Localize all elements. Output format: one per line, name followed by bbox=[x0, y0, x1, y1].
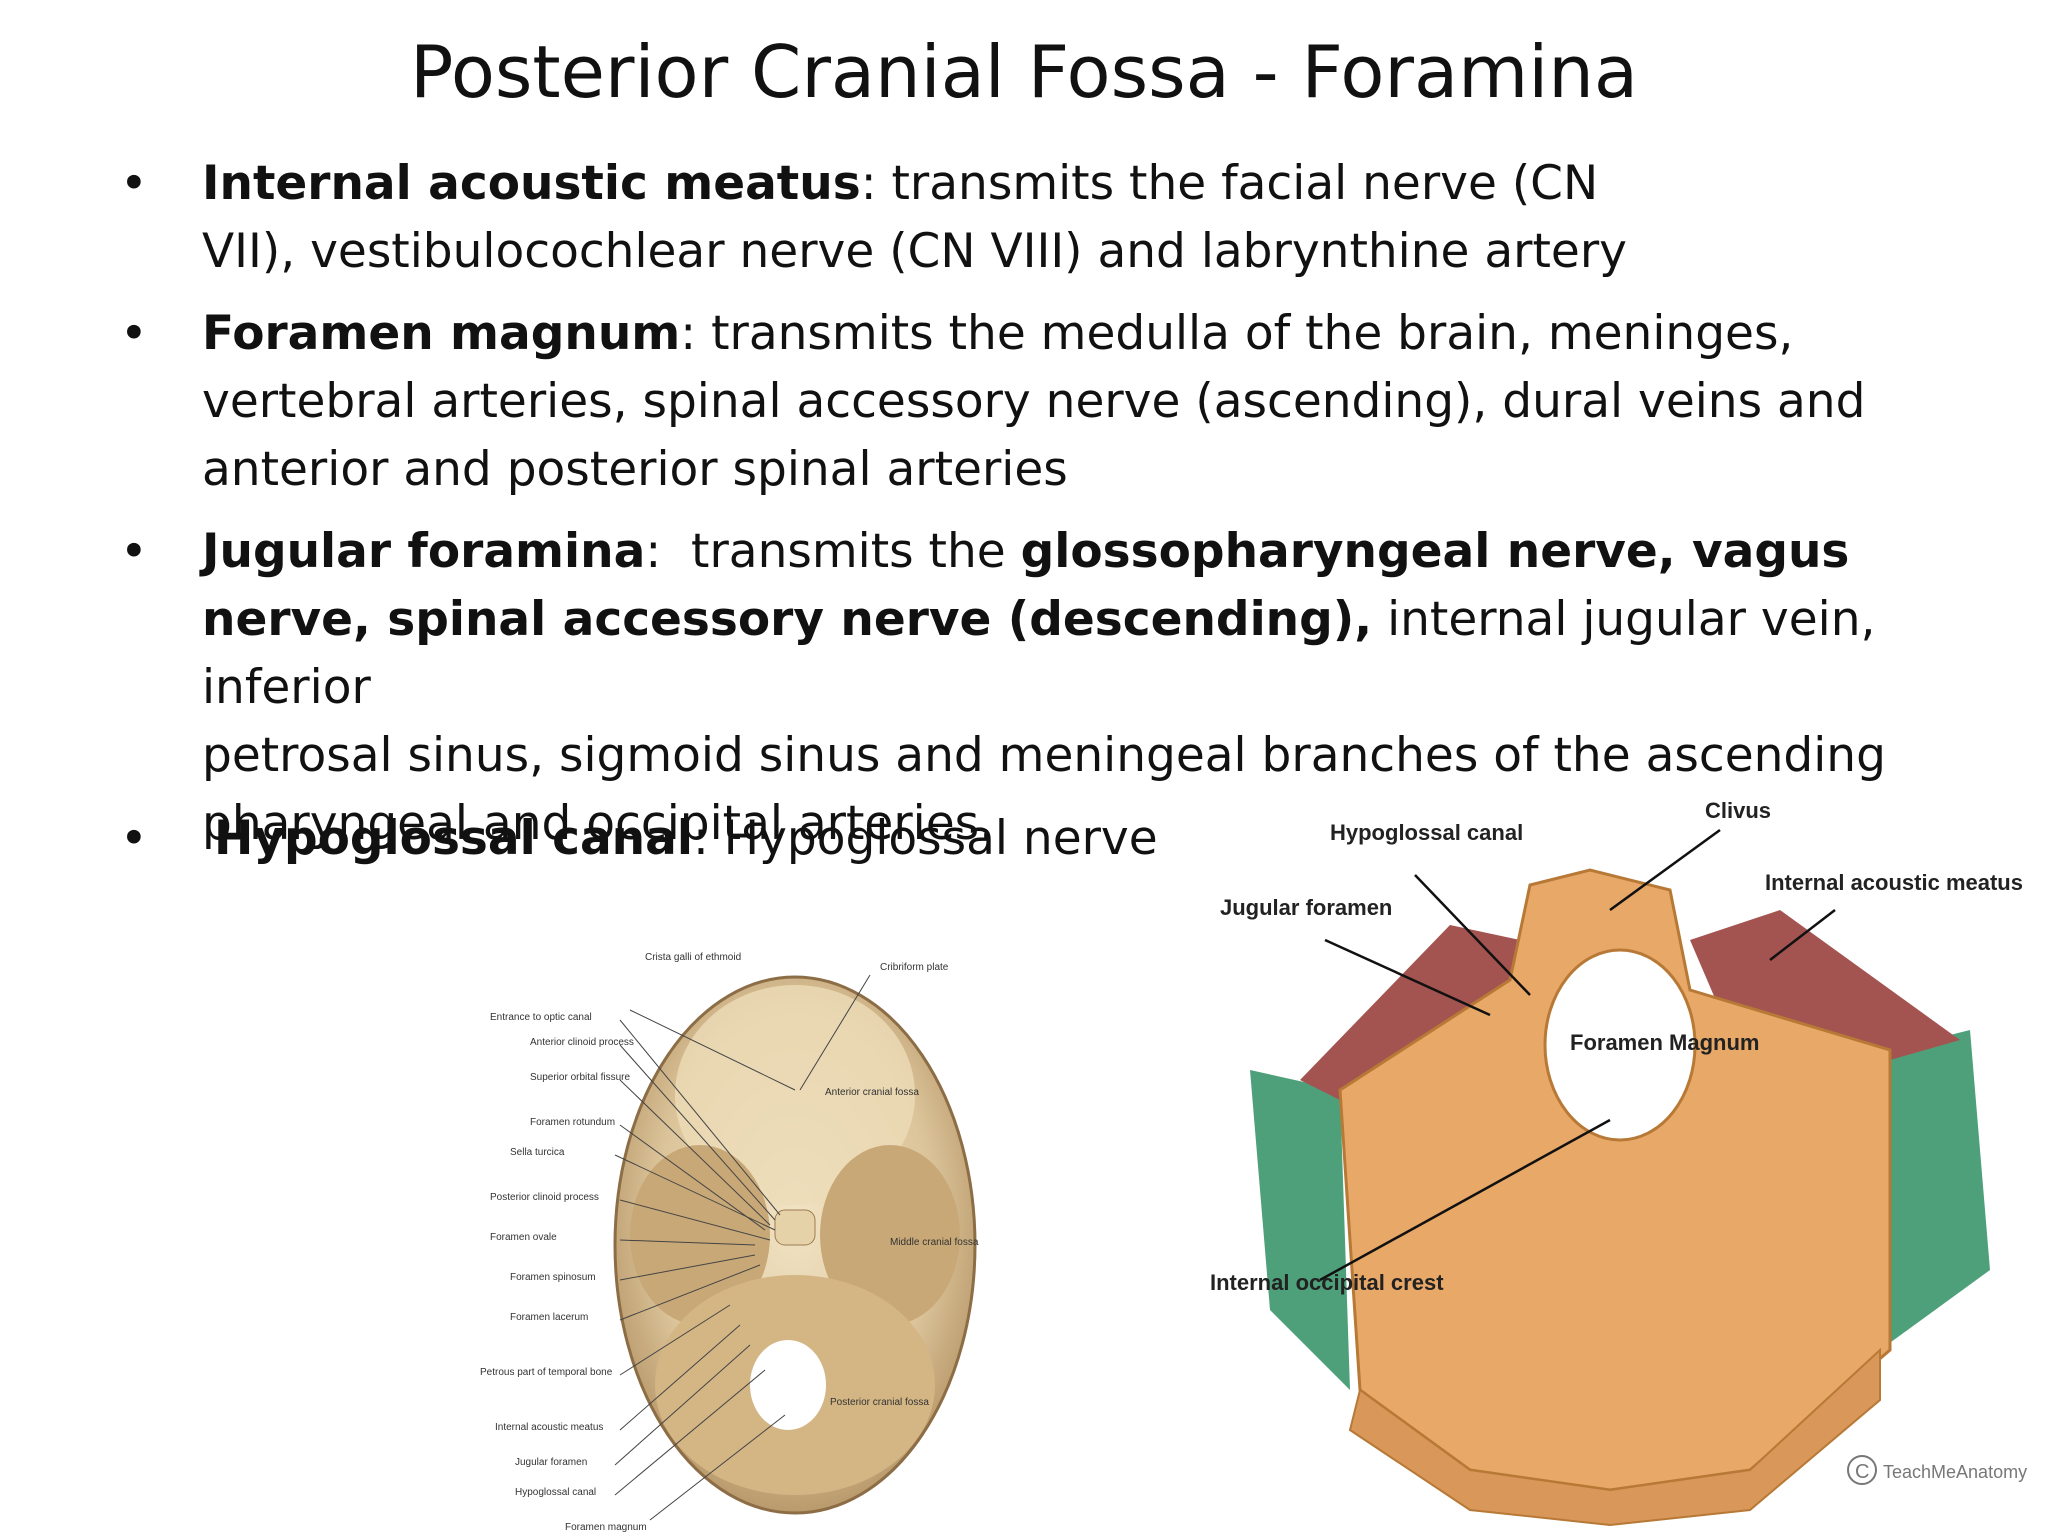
label-hypoglossal-canal: Hypoglossal canal bbox=[1330, 820, 1523, 845]
label-post-fossa: Posterior cranial fossa bbox=[830, 1397, 929, 1408]
bullet-marker: • bbox=[120, 156, 148, 211]
posterior-fossa-figure: Clivus Hypoglossal canal Jugular foramen… bbox=[1210, 798, 2027, 1527]
label-cribriform: Cribriform plate bbox=[880, 962, 949, 973]
bullet-line: petrosal sinus, sigmoid sinus and mening… bbox=[202, 728, 1886, 783]
foramen-magnum-hole bbox=[750, 1340, 826, 1430]
bullet-line: vertebral arteries, spinal accessory ner… bbox=[202, 374, 1866, 429]
bullet-internal-acoustic-meatus: • Internal acoustic meatus: transmits th… bbox=[120, 150, 1960, 290]
label-optic-canal: Entrance to optic canal bbox=[490, 1012, 592, 1023]
label-jugular: Jugular foramen bbox=[515, 1457, 587, 1468]
bullet-marker: • bbox=[120, 306, 148, 361]
bullet-marker: • bbox=[120, 524, 148, 579]
skull-base-figure: Crista galli of ethmoid Cribriform plate… bbox=[480, 952, 979, 1533]
fossa-labels: Clivus Hypoglossal canal Jugular foramen… bbox=[1210, 798, 2023, 1295]
leader-lines bbox=[614, 974, 871, 1521]
anterior-fossa bbox=[675, 985, 915, 1205]
label-internal-occipital-crest: Internal occipital crest bbox=[1210, 1270, 1444, 1295]
label-spinosum: Foramen spinosum bbox=[510, 1272, 596, 1283]
red-region-left bbox=[1300, 925, 1520, 1110]
red-region-right bbox=[1690, 910, 1960, 1060]
copyright-symbol: C bbox=[1855, 1461, 1869, 1483]
skull-labels: Crista galli of ethmoid Cribriform plate… bbox=[480, 952, 979, 1533]
middle-fossa-right bbox=[820, 1145, 960, 1325]
label-ant-fossa: Anterior cranial fossa bbox=[825, 1087, 919, 1098]
label-rotundum: Foramen rotundum bbox=[530, 1117, 615, 1128]
lower-rim bbox=[1348, 1347, 1881, 1527]
bullet-marker: • bbox=[120, 811, 148, 866]
term: Hypoglossal canal bbox=[214, 811, 693, 866]
sella bbox=[774, 1209, 816, 1246]
label-petrous: Petrous part of temporal bone bbox=[480, 1367, 613, 1378]
term: Internal acoustic meatus bbox=[202, 156, 861, 211]
label-jugular-foramen: Jugular foramen bbox=[1220, 895, 1392, 920]
credit: C TeachMeAnatomy bbox=[1847, 1455, 2027, 1485]
bullet-foramen-magnum: • Foramen magnum: transmits the medulla … bbox=[120, 300, 1960, 510]
label-iam: Internal acoustic meatus bbox=[495, 1422, 603, 1433]
label-ovale: Foramen ovale bbox=[490, 1232, 557, 1243]
middle-fossa-left bbox=[630, 1145, 770, 1325]
bullet-line: anterior and posterior spinal arteries bbox=[202, 442, 1068, 497]
bullet-hypoglossal-canal: • Hypoglossal canal: Hypoglossal nerve bbox=[120, 805, 1960, 875]
label-sup-orbital: Superior orbital fissure bbox=[530, 1072, 630, 1083]
label-hypoglossal: Hypoglossal canal bbox=[515, 1487, 596, 1498]
label-fm: Foramen magnum bbox=[565, 1522, 647, 1533]
bullet-line: VII), vestibulocochlear nerve (CN VIII) … bbox=[202, 224, 1627, 279]
credit-text: TeachMeAnatomy bbox=[1883, 1462, 2027, 1482]
term: Jugular foramina bbox=[202, 524, 646, 579]
label-sella: Sella turcica bbox=[510, 1147, 565, 1158]
copyright-icon bbox=[1847, 1455, 1877, 1485]
label-mid-fossa: Middle cranial fossa bbox=[890, 1237, 979, 1248]
bullet-jugular-foramina: • Jugular foramina: transmits the glosso… bbox=[120, 518, 1960, 851]
label-ant-clinoid: Anterior clinoid process bbox=[530, 1037, 634, 1048]
label-lacerum: Foramen lacerum bbox=[510, 1312, 588, 1323]
label-crista-galli: Crista galli of ethmoid bbox=[645, 952, 741, 963]
green-band-left bbox=[1250, 1070, 1350, 1390]
bullet-line: pharyngeal and occipital arteries. bbox=[202, 796, 995, 851]
foramen-magnum bbox=[1543, 948, 1697, 1142]
green-band-right bbox=[1880, 1030, 1990, 1350]
label-post-clinoid: Posterior clinoid process bbox=[490, 1192, 599, 1203]
label-clivus: Clivus bbox=[1705, 798, 1771, 823]
label-internal-acoustic-meatus: Internal acoustic meatus bbox=[1765, 870, 2023, 895]
leader-lines-right bbox=[1319, 828, 1836, 1282]
term: Foramen magnum bbox=[202, 306, 681, 361]
label-foramen-magnum: Foramen Magnum bbox=[1570, 1030, 1759, 1055]
slide-title: Posterior Cranial Fossa - Foramina bbox=[409, 30, 1639, 114]
